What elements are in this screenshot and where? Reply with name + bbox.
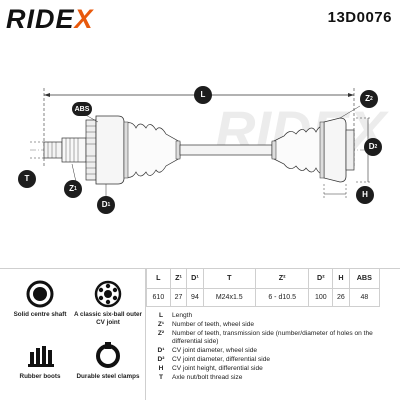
six-ball-cv-joint-icon bbox=[94, 280, 122, 308]
column-header: Z¹ bbox=[169, 268, 188, 289]
column-header: ABS bbox=[348, 268, 381, 289]
drive-shaft-diagram: RIDEX bbox=[30, 88, 390, 198]
table-header-row: L Z¹ D¹ T Z² D² H ABS bbox=[146, 268, 381, 289]
label-t: T bbox=[18, 170, 36, 188]
clamp-wheel-side bbox=[123, 121, 129, 179]
part-number: 13D0076 bbox=[327, 9, 392, 26]
feature-six-ball-cv-joint: A classic six-ball outer CV joint bbox=[72, 280, 144, 326]
column-header: D² bbox=[308, 268, 334, 289]
outer-cv-joint-housing bbox=[95, 115, 125, 185]
column-header: D¹ bbox=[186, 268, 204, 289]
feature-rubber-boots: Rubber boots bbox=[4, 342, 76, 381]
header: RIDEX 13D0076 bbox=[0, 0, 400, 34]
steel-clamp-icon bbox=[94, 342, 122, 370]
solid-shaft-icon bbox=[26, 280, 54, 308]
label-l: L bbox=[194, 86, 212, 104]
specification-panel: L Z¹ D¹ T Z² D² H ABS 610 27 94 M24x1.5 … bbox=[146, 268, 400, 400]
table-cell: M24x1.5 bbox=[202, 287, 256, 307]
table-cell: 610 bbox=[146, 287, 171, 307]
table-cell: 100 bbox=[308, 287, 334, 307]
abs-ring bbox=[85, 119, 97, 181]
label-h: H bbox=[356, 186, 374, 204]
threaded-stub bbox=[43, 141, 63, 159]
table-cell: 6 - d10.5 bbox=[254, 287, 310, 307]
differential-flange bbox=[345, 129, 355, 171]
table-cell: 48 bbox=[348, 287, 381, 307]
feature-icons: Solid centre shaft A classic six-ball ou… bbox=[0, 268, 145, 400]
table-cell: 27 bbox=[169, 287, 188, 307]
table-row: 610 27 94 M24x1.5 6 - d10.5 100 26 48 bbox=[146, 287, 381, 307]
rubber-boot-wheel-side bbox=[123, 122, 181, 178]
column-header: T bbox=[202, 268, 256, 289]
column-header: H bbox=[332, 268, 350, 289]
label-abs: ABS bbox=[72, 102, 92, 116]
feature-steel-clamps: Durable steel clamps bbox=[72, 342, 144, 381]
specification-table: L Z¹ D¹ T Z² D² H ABS 610 27 94 M24x1.5 … bbox=[146, 268, 381, 307]
table-cell: 94 bbox=[186, 287, 204, 307]
brand-logo: RIDEX bbox=[6, 4, 94, 34]
table-cell: 26 bbox=[332, 287, 350, 307]
clamp-differential-side bbox=[319, 121, 325, 179]
feature-solid-shaft: Solid centre shaft bbox=[4, 280, 76, 319]
column-divider bbox=[145, 268, 146, 400]
column-header: L bbox=[146, 268, 171, 289]
solid-centre-shaft bbox=[179, 144, 273, 156]
technical-drawing: RIDEX bbox=[0, 58, 400, 228]
inner-cv-joint-housing bbox=[323, 117, 347, 183]
column-header: Z² bbox=[254, 268, 310, 289]
rubber-boot-icon bbox=[26, 342, 54, 370]
